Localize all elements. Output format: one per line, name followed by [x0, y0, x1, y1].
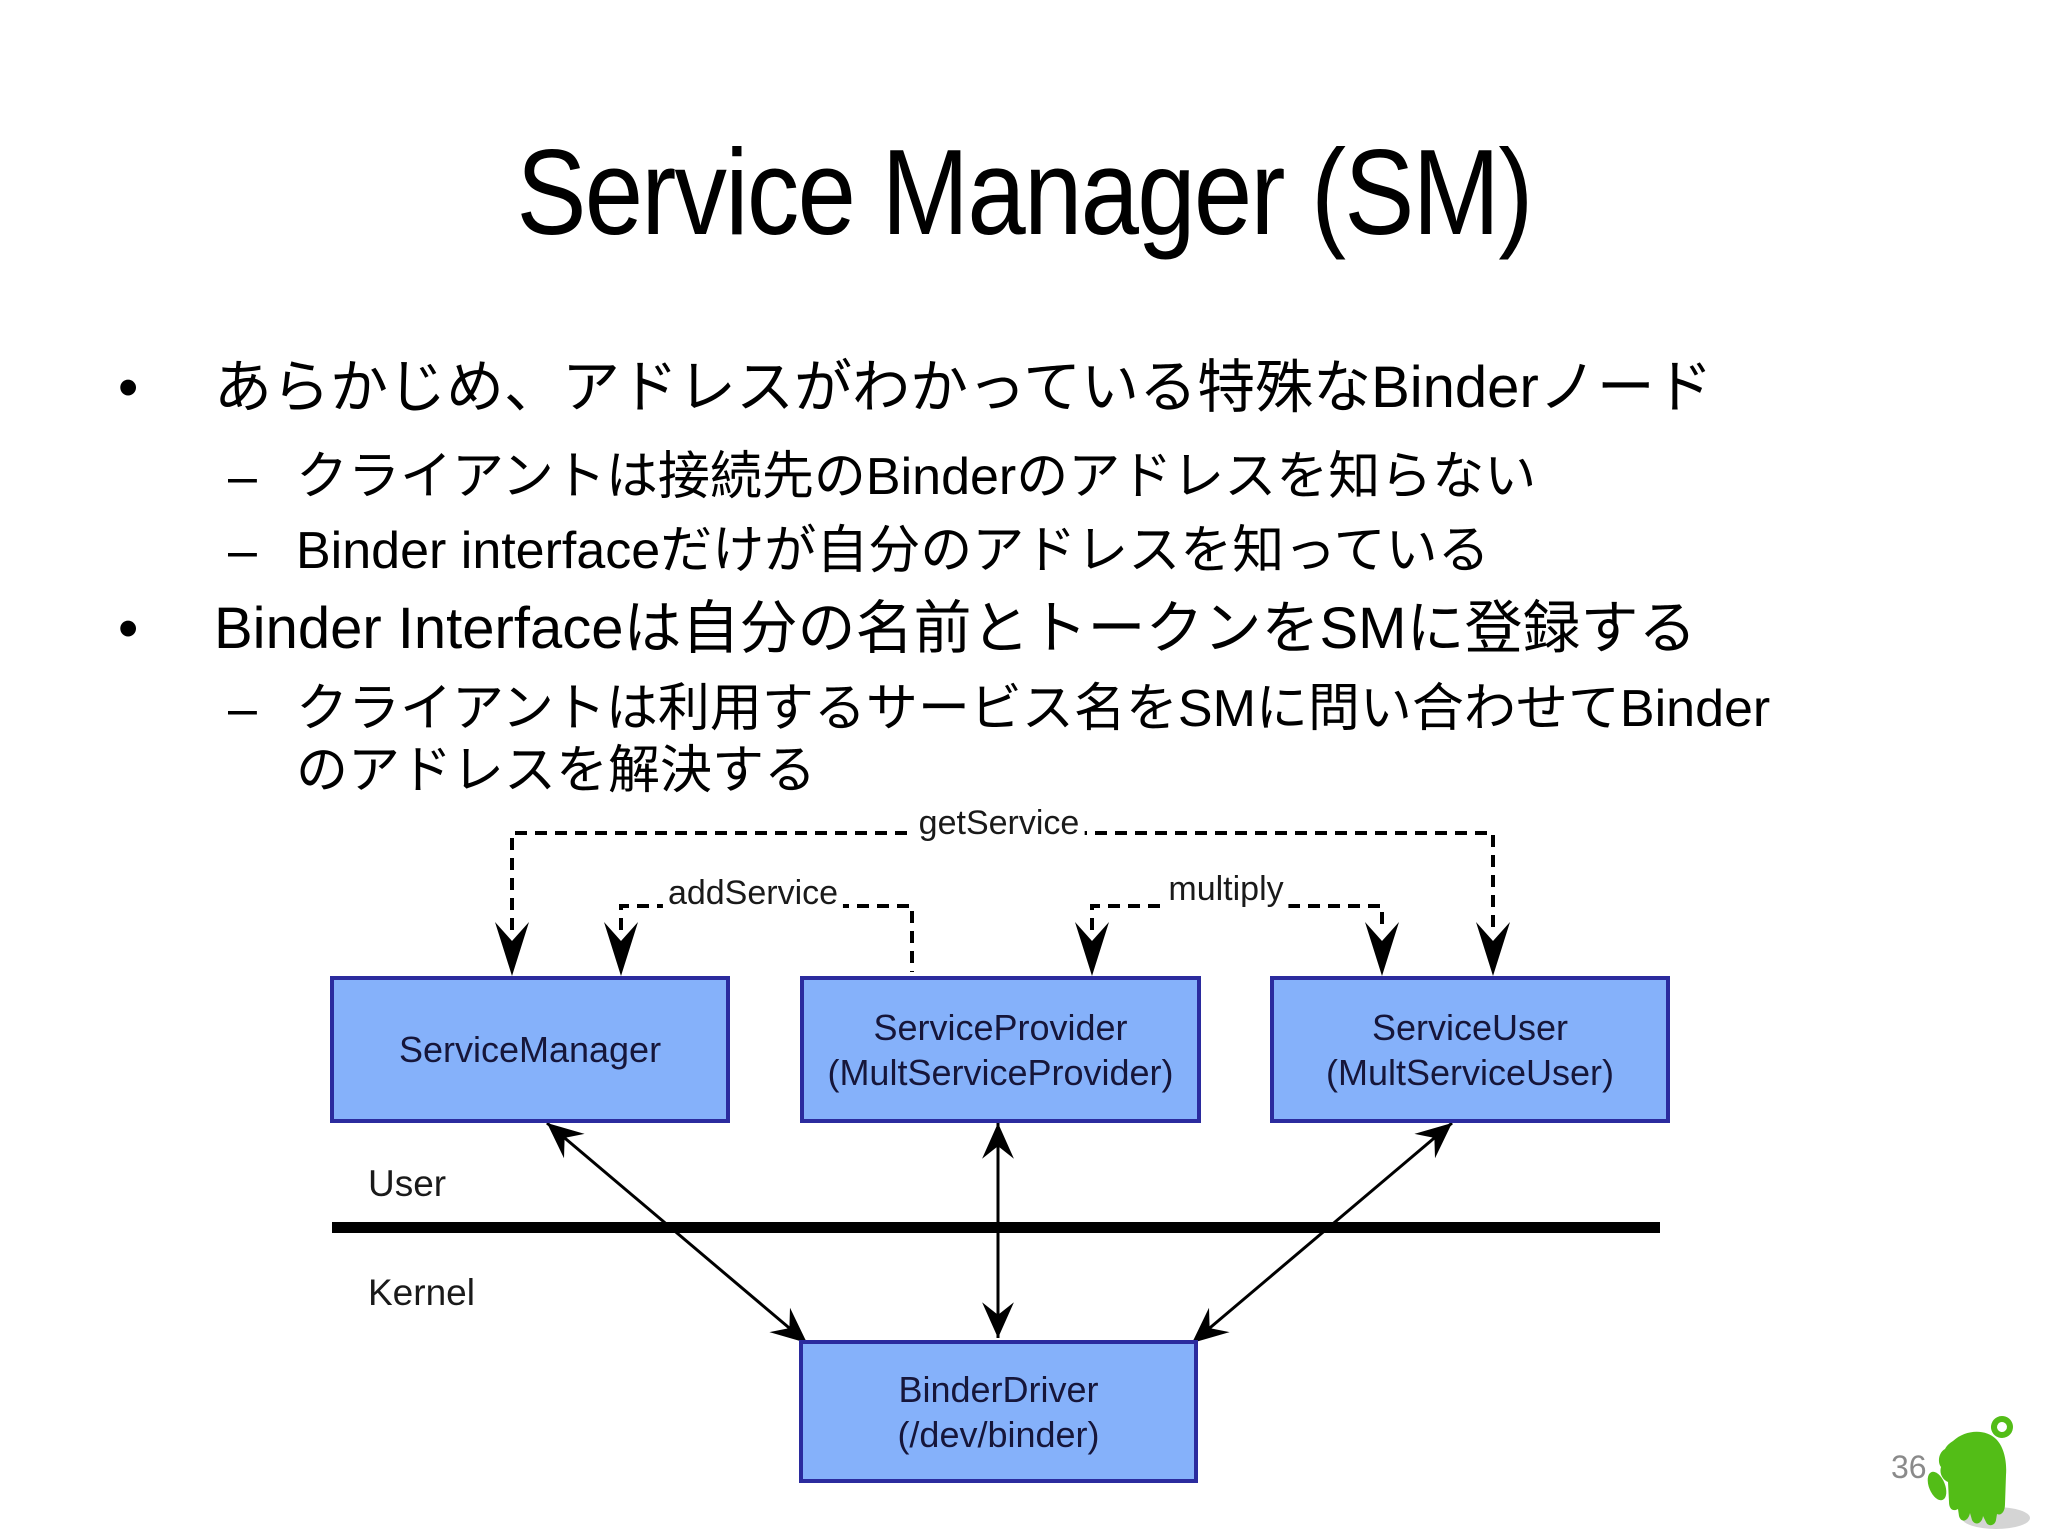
addservice-dashed-line — [619, 904, 914, 972]
box-label: ServiceUser — [1371, 1006, 1569, 1048]
bullet-text: クライアントは接続先のBinderのアドレスを知らない — [296, 448, 1537, 506]
bullet-text: あらかじめ、アドレスがわかっている特殊なBinderノード — [214, 355, 1713, 420]
binder-driver-box: BinderDriver (/dev/binder) — [799, 1340, 1198, 1483]
bullet-marker: – — [228, 680, 257, 738]
box-sublabel: (/dev/binder) — [897, 1413, 1100, 1455]
getservice-dashed-line — [510, 831, 1495, 930]
bullet-text: クライアントは利用するサービス名をSMに問い合わせてBinder — [296, 680, 1771, 738]
box-label: ServiceProvider — [873, 1006, 1128, 1048]
green-creature-mascot-icon — [1927, 1416, 2030, 1529]
user-kernel-divider — [332, 1222, 1660, 1233]
arrowhead — [495, 922, 529, 976]
service-provider-box: ServiceProvider (MultServiceProvider) — [800, 976, 1201, 1123]
bullet-marker: – — [228, 448, 257, 506]
bullet-marker: • — [118, 596, 139, 661]
service-user-box: ServiceUser (MultServiceUser) — [1270, 976, 1670, 1123]
box-sublabel: (MultServiceProvider) — [827, 1051, 1174, 1093]
service-manager-box: ServiceManager — [330, 976, 730, 1123]
bullet-text: Binder Interfaceは自分の名前とトークンをSMに登録する — [214, 596, 1697, 661]
multiply-dashed-line — [1090, 904, 1384, 930]
arrowhead — [604, 922, 638, 976]
page-title: Service Manager (SM) — [516, 124, 1533, 260]
arrowhead — [1075, 922, 1109, 976]
bullet-marker: – — [228, 522, 257, 580]
arrowhead — [1365, 922, 1399, 976]
kernel-layer-label: Kernel — [368, 1272, 475, 1313]
box-sublabel: (MultServiceUser) — [1325, 1051, 1615, 1093]
page-number: 36 — [1891, 1449, 1927, 1485]
bullet-marker: • — [118, 355, 139, 420]
addservice-label: addService — [662, 874, 844, 913]
box-label: ServiceManager — [398, 1029, 662, 1070]
bullet-text-continuation: のアドレスを解決する — [296, 742, 817, 800]
arrowhead — [1476, 922, 1510, 976]
multiply-label: multiply — [1163, 870, 1289, 909]
getservice-label: getService — [913, 804, 1085, 843]
bullet-text: Binder interfaceだけが自分のアドレスを知っている — [296, 522, 1490, 580]
box-label: BinderDriver — [898, 1368, 1099, 1410]
user-layer-label: User — [368, 1163, 447, 1204]
